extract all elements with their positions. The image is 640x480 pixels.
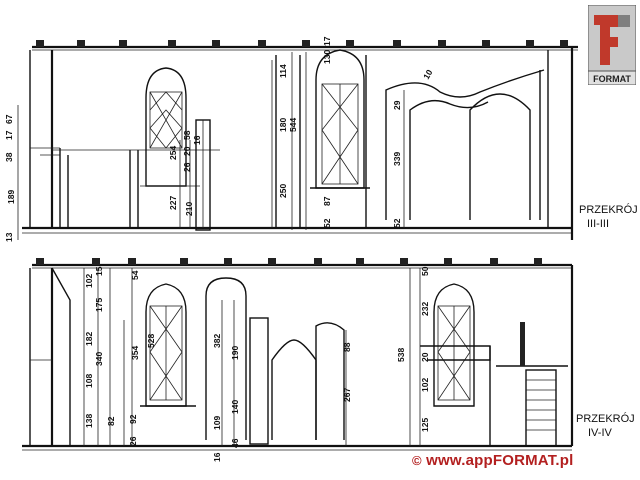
svg-text:FORMAT: FORMAT — [593, 74, 631, 84]
dim-46: 46 — [230, 438, 240, 448]
dim-15: 15 — [94, 266, 104, 276]
dim-26-b: 26 — [128, 436, 138, 446]
dim-16: 16 — [192, 135, 202, 145]
dim-67: 67 — [4, 114, 14, 124]
dim-538: 538 — [396, 348, 406, 362]
dim-58: 58 — [182, 130, 192, 140]
dim-180: 180 — [278, 118, 288, 132]
section-iii-iii — [17, 40, 578, 240]
label-lower-id: IV-IV — [588, 427, 613, 439]
dim-92: 92 — [128, 414, 138, 424]
dim-130: 130 — [322, 50, 332, 64]
upper-dimension-labels: 38 17 67 189 13 254 58 20 16 26 227 210 … — [4, 36, 435, 242]
dim-140: 140 — [230, 400, 240, 414]
dim-227: 227 — [168, 196, 178, 210]
dim-232: 232 — [420, 302, 430, 316]
dim-189: 189 — [6, 190, 16, 204]
roof-beams — [36, 40, 568, 47]
dim-82: 82 — [106, 416, 116, 426]
lower-dimension-labels: 102 15 175 182 340 108 138 92 82 26 54 3… — [84, 266, 430, 462]
dim-20: 20 — [182, 146, 192, 156]
dim-382: 382 — [212, 334, 222, 348]
dim-138: 138 — [84, 414, 94, 428]
dim-10: 10 — [421, 68, 435, 81]
roof-beams-lower — [36, 258, 542, 265]
label-upper-id: III-III — [587, 218, 609, 230]
dim-528: 528 — [146, 334, 156, 348]
copyright-icon: © — [412, 453, 422, 468]
dim-102-b: 102 — [420, 378, 430, 392]
dim-109: 109 — [212, 416, 222, 430]
dim-340: 340 — [94, 352, 104, 366]
watermark: © www.appFORMAT.pl — [412, 452, 574, 469]
dim-13: 13 — [4, 232, 14, 242]
dim-16-b: 16 — [212, 452, 222, 462]
dim-54: 54 — [130, 270, 140, 280]
section-labels: PRZEKRÓJ III-III PRZEKRÓJ IV-IV — [576, 203, 638, 439]
dim-250: 250 — [278, 184, 288, 198]
dim-29: 29 — [392, 100, 402, 110]
section-iv-iv — [22, 258, 574, 451]
dim-26: 26 — [182, 162, 192, 172]
dim-190: 190 — [230, 346, 240, 360]
dim-254: 254 — [168, 146, 178, 160]
dim-52-b: 52 — [392, 218, 402, 228]
dim-267: 267 — [342, 388, 352, 402]
dim-354: 354 — [130, 346, 140, 360]
dim-52-a: 52 — [322, 218, 332, 228]
dim-544: 544 — [288, 118, 298, 132]
format-logo-icon: FORMAT — [587, 4, 637, 86]
dim-17: 17 — [4, 130, 14, 140]
dim-102: 102 — [84, 274, 94, 288]
dim-17-b: 17 — [322, 36, 332, 46]
dim-108: 108 — [84, 374, 94, 388]
dim-50: 50 — [420, 266, 430, 276]
watermark-url: www.appFORMAT.pl — [426, 452, 574, 469]
format-logo: FORMAT — [587, 4, 637, 86]
dim-88: 88 — [342, 342, 352, 352]
dim-114: 114 — [278, 64, 288, 78]
dim-210: 210 — [184, 202, 194, 216]
dim-125: 125 — [420, 418, 430, 432]
dim-339: 339 — [392, 152, 402, 166]
dim-87: 87 — [322, 196, 332, 206]
label-upper-title: PRZEKRÓJ — [579, 203, 638, 216]
label-lower-title: PRZEKRÓJ — [576, 412, 635, 425]
dim-175: 175 — [94, 298, 104, 312]
dim-38: 38 — [4, 152, 14, 162]
dim-182: 182 — [84, 332, 94, 346]
dim-20-b: 20 — [420, 352, 430, 362]
